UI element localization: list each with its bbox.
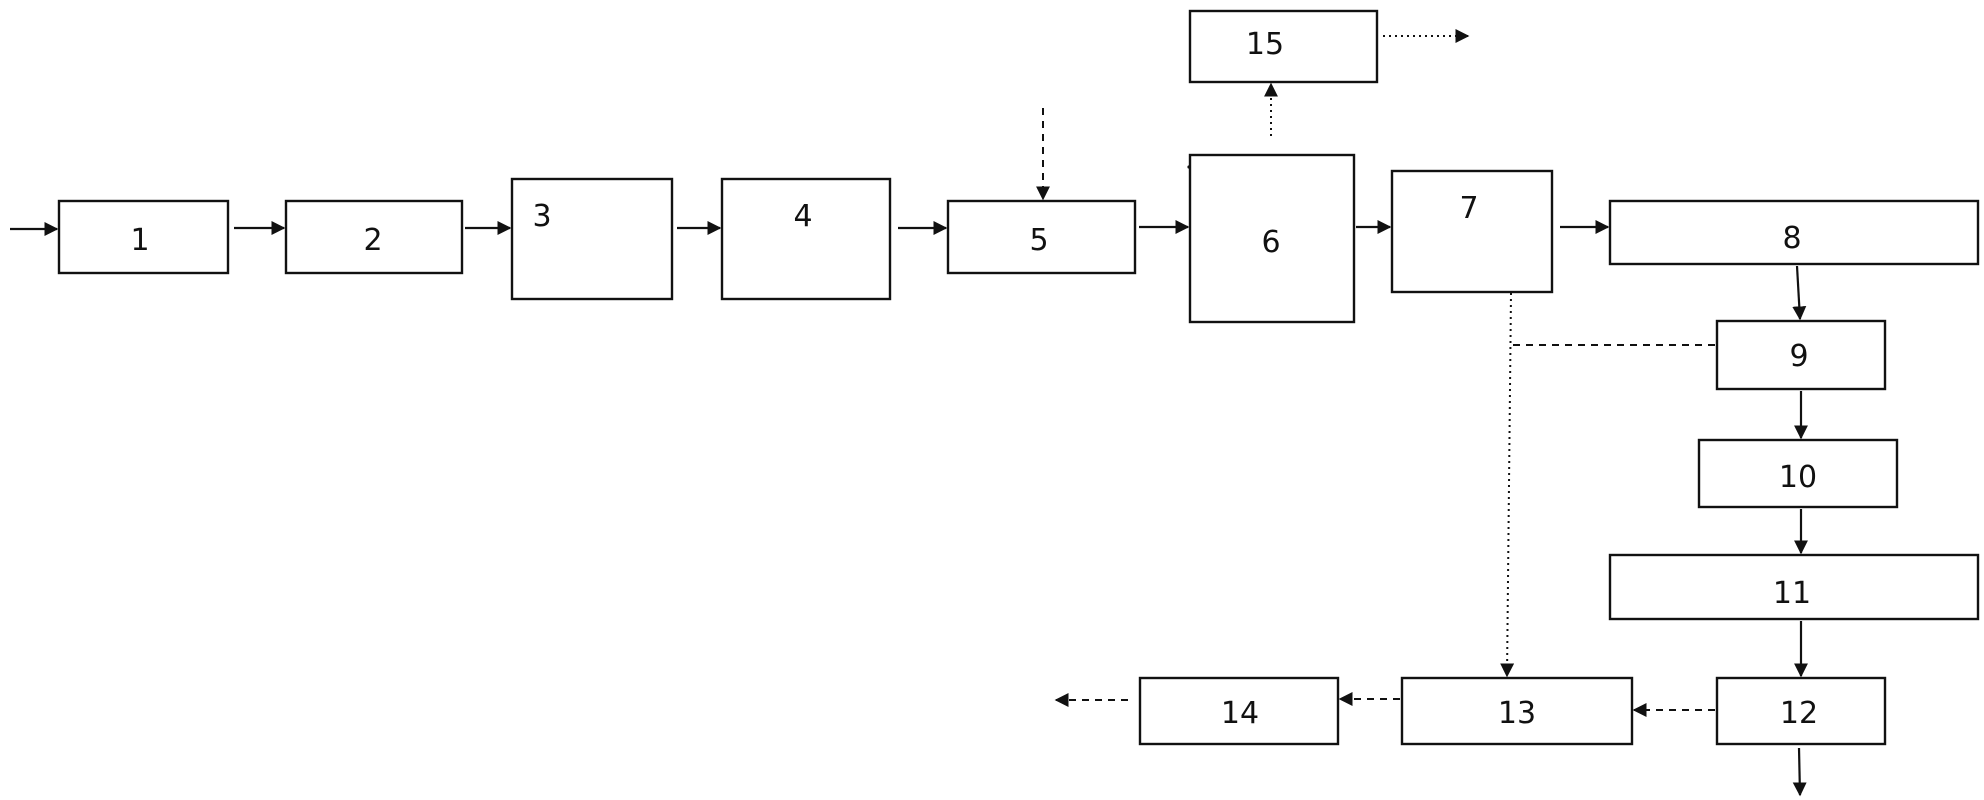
arrow-8-to-9 <box>1792 265 1807 321</box>
block-14: 14 <box>1138 676 1340 746</box>
block-1: 1 <box>57 199 230 275</box>
block-6-label: 6 <box>1261 225 1280 260</box>
block-3: 3 <box>510 177 674 301</box>
block-5: 5 <box>946 199 1137 275</box>
block-9-label: 9 <box>1789 339 1808 374</box>
arrow-12-to-output <box>1792 747 1807 797</box>
artifact-dot <box>1187 165 1191 169</box>
block-15: 15 <box>1188 9 1379 84</box>
block-5-label: 5 <box>1029 223 1048 258</box>
block-13: 13 <box>1400 676 1634 746</box>
block-9: 9 <box>1715 319 1887 391</box>
block-4: 4 <box>720 177 892 301</box>
block-4-label: 4 <box>793 199 812 234</box>
block-10-label: 10 <box>1779 460 1817 495</box>
block-12: 12 <box>1715 676 1887 746</box>
block-11: 11 <box>1608 553 1980 621</box>
block-2: 2 <box>284 199 464 275</box>
block-15-label: 15 <box>1246 27 1284 62</box>
block-3-label: 3 <box>532 199 551 234</box>
block-1-label: 1 <box>130 223 149 258</box>
block-11-label: 11 <box>1773 576 1811 611</box>
block-7-label: 7 <box>1459 191 1478 226</box>
block-6: 6 <box>1188 153 1356 324</box>
block-10: 10 <box>1697 438 1899 509</box>
block-14-label: 14 <box>1221 696 1259 731</box>
arrow-7-to-13 <box>1500 292 1515 678</box>
block-7: 7 <box>1390 169 1554 294</box>
block-8-label: 8 <box>1782 221 1801 256</box>
block-8: 8 <box>1608 199 1980 266</box>
block-2-label: 2 <box>363 223 382 258</box>
block-13-label: 13 <box>1498 696 1536 731</box>
block-12-label: 12 <box>1780 696 1818 731</box>
